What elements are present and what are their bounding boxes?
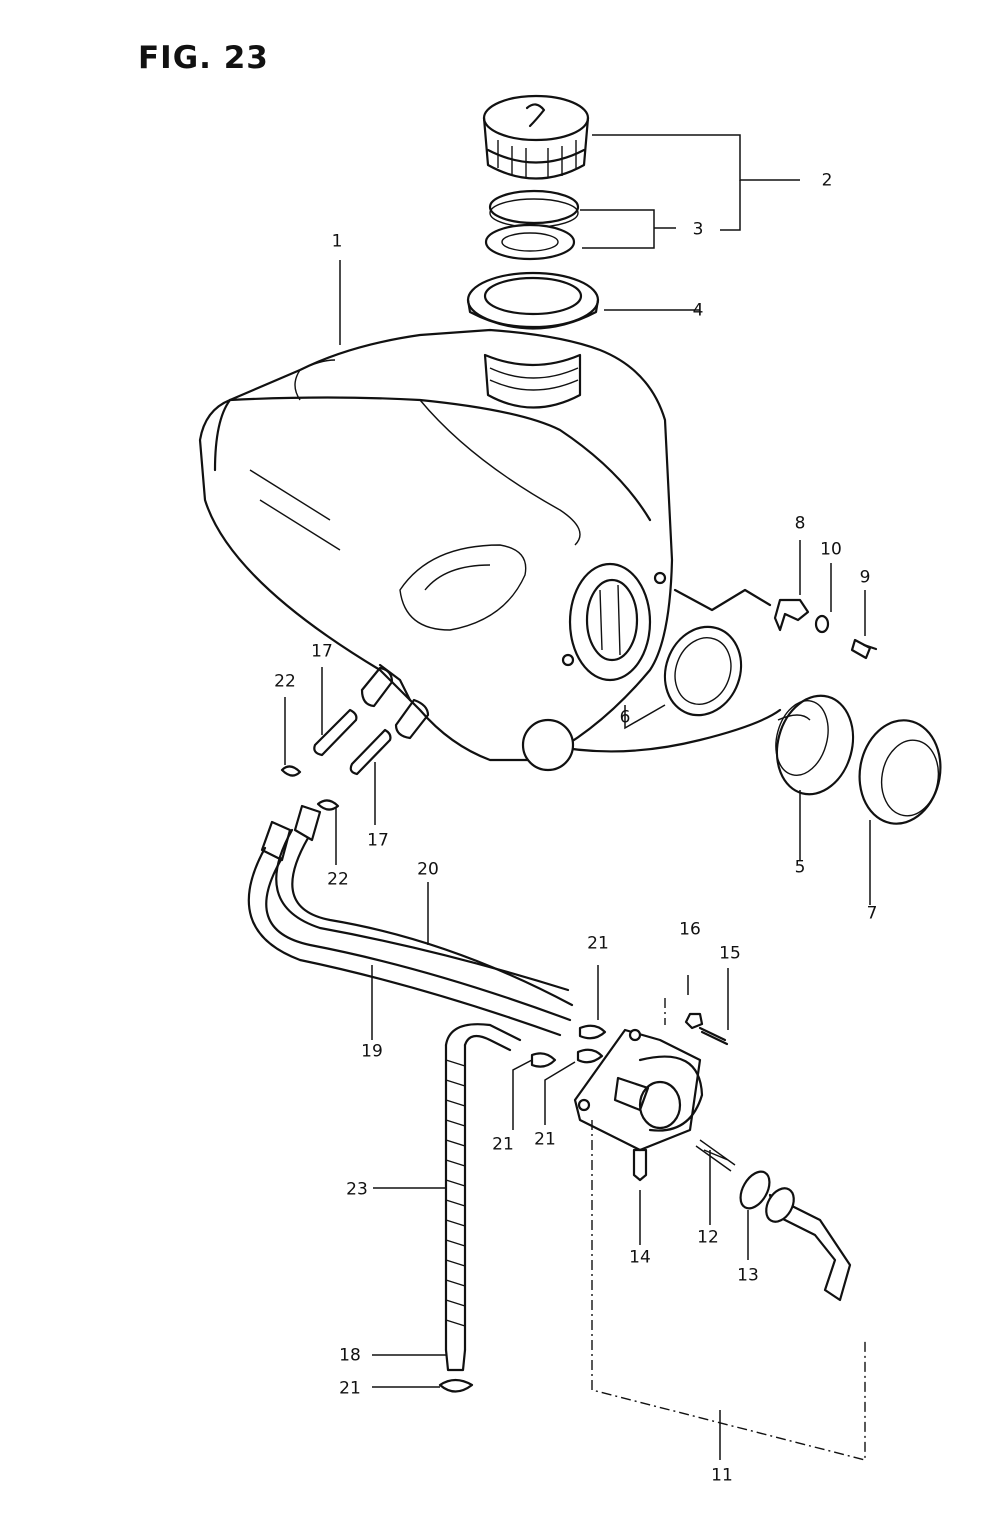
callout-21-bottom: 21 [339,1378,361,1399]
mounting-bracket [673,588,878,660]
callout-10: 10 [820,539,842,560]
callout-9: 9 [859,567,871,588]
callout-7: 7 [866,903,878,924]
drain-gasket [663,625,743,717]
callout-13: 13 [737,1265,759,1286]
callout-15: 15 [719,943,741,964]
callout-21-upper: 21 [587,933,609,954]
fuel-cock [573,1012,852,1302]
callout-20: 20 [417,859,439,880]
callout-17-lower: 17 [367,830,389,851]
callout-19: 19 [361,1041,383,1062]
cap-gaskets [484,189,580,261]
callout-14: 14 [629,1247,651,1268]
callout-5: 5 [794,857,806,878]
fuel-hoses [247,804,574,1037]
callout-3: 3 [692,219,704,240]
callout-11: 11 [711,1465,733,1486]
fuel-filler-cap [482,94,590,180]
figure-title: FIG. 23 [138,40,269,76]
leader-lines [284,134,871,1461]
callout-17-upper: 17 [311,641,333,662]
callout-23: 23 [346,1179,368,1200]
callout-1: 1 [331,231,343,252]
filler-neck-seal [466,271,600,330]
callout-22-upper: 22 [274,671,296,692]
callout-6: 6 [619,707,631,728]
callout-16: 16 [679,919,701,940]
callout-12: 12 [697,1227,719,1248]
callout-22-lower: 22 [327,869,349,890]
callout-4: 4 [692,300,704,321]
callout-2: 2 [821,170,833,191]
breather-hose [438,1023,607,1393]
callout-21-right: 21 [534,1129,556,1150]
fuel-tank [198,328,674,762]
callout-21-left: 21 [492,1134,514,1155]
callout-8: 8 [794,513,806,534]
fuel-gauge-cap [521,694,855,796]
tank-outlet-fittings [280,666,430,811]
cap-retaining-ring [858,719,942,825]
callout-18: 18 [339,1345,361,1366]
